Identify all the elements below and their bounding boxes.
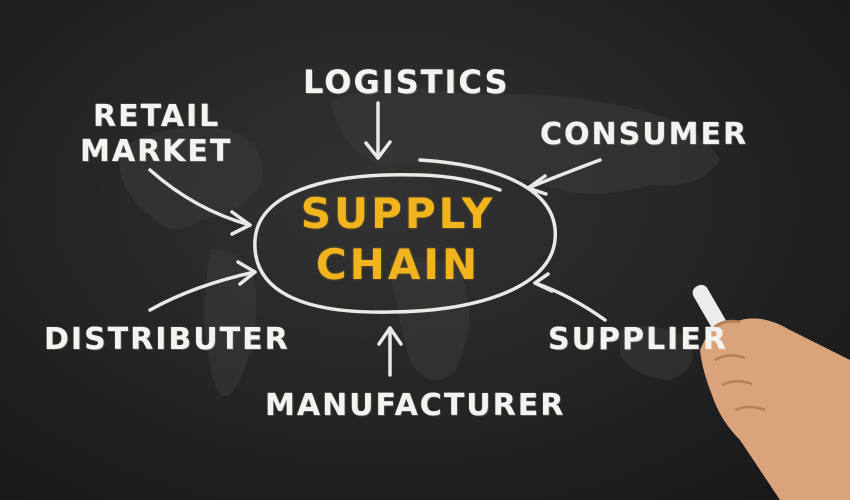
center-title-line1: SUPPLY [300,189,496,238]
center-ellipse [253,158,557,314]
node-manufacturer: MANUFACTURER [265,388,566,423]
manufacturer-arrow [377,326,403,377]
center-title-line2: CHAIN [315,240,481,289]
distributer-arrow [148,260,257,312]
hand-with-chalk [692,284,850,500]
consumer-arrow [526,158,602,196]
node-logistics: LOGISTICS [303,63,510,101]
node-distributer: DISTRIBUTER [44,322,290,357]
node-retail-line1: RETAIL [93,99,221,134]
retail-market-arrow [148,168,252,236]
node-retail-line2: MARKET [80,134,233,169]
supplier-arrow [533,272,607,322]
logistics-arrow [364,101,392,160]
node-supplier: SUPPLIER [548,322,728,357]
node-consumer: CONSUMER [540,117,749,152]
world-map-background [119,88,720,397]
